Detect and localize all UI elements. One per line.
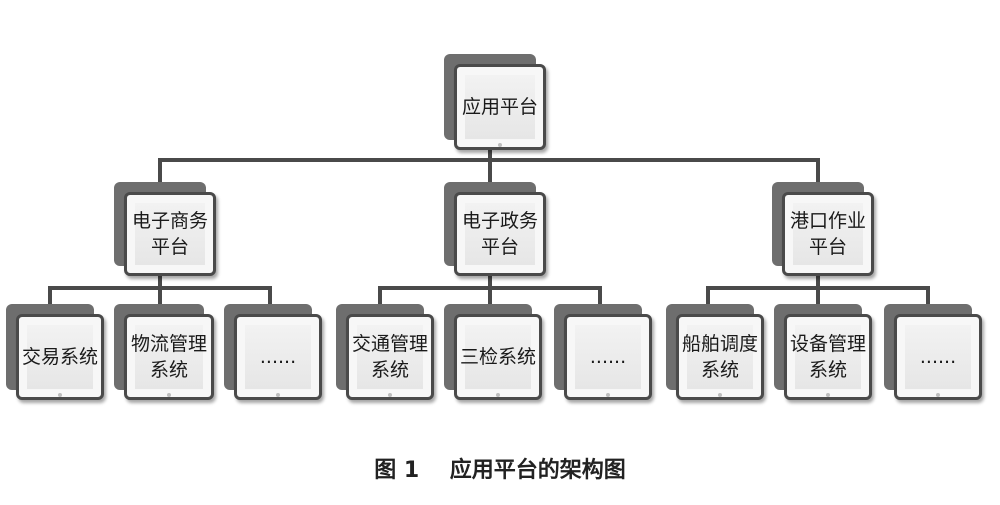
node-system-3-1: 船舶调度系统 <box>666 304 764 400</box>
node-system-3-3: ...... <box>884 304 982 400</box>
node-platform-3-label: 港口作业平台 <box>789 210 866 258</box>
node-system-3-2-label: 设备管理系统 <box>790 333 867 381</box>
node-system-1-2: 物流管理系统 <box>114 304 214 400</box>
node-system-1-2-label: 物流管理系统 <box>130 333 207 381</box>
node-platform-1-label: 电子商务平台 <box>131 210 208 258</box>
node-system-2-1-label: 交通管理系统 <box>352 333 429 381</box>
connector-lines <box>48 148 930 306</box>
node-platform-ecommerce: 电子商务平台 <box>114 182 216 276</box>
node-system-2-2-label: 三检系统 <box>460 346 537 368</box>
node-system-2-3-label: ...... <box>589 346 627 368</box>
node-system-1-1-label: 交易系统 <box>22 346 99 368</box>
figure-title: 应用平台的架构图 <box>449 458 626 483</box>
node-root: 应用平台 <box>444 54 546 150</box>
node-system-1-3-label: ...... <box>259 346 297 368</box>
node-platform-port: 港口作业平台 <box>772 182 874 276</box>
node-root-label: 应用平台 <box>461 96 538 118</box>
node-platform-2-label: 电子政务平台 <box>461 210 538 258</box>
node-system-3-1-label: 船舶调度系统 <box>682 333 759 381</box>
node-platform-egov: 电子政务平台 <box>444 182 546 276</box>
node-system-1-1: 交易系统 <box>6 304 104 400</box>
node-system-2-2: 三检系统 <box>444 304 542 400</box>
node-system-1-3: ...... <box>224 304 322 400</box>
figure-number: 图 1 <box>374 458 420 483</box>
architecture-diagram: 应用平台 电子商务平台 电子政务平台 港口作业平台 交易系统 物流管理系统 ..… <box>6 54 982 400</box>
node-system-3-2: 设备管理系统 <box>774 304 872 400</box>
figure-caption: 图 1 应用平台的架构图 <box>0 452 1000 484</box>
node-system-3-3-label: ...... <box>919 346 957 368</box>
node-system-2-3: ...... <box>554 304 652 400</box>
node-system-2-1: 交通管理系统 <box>336 304 434 400</box>
